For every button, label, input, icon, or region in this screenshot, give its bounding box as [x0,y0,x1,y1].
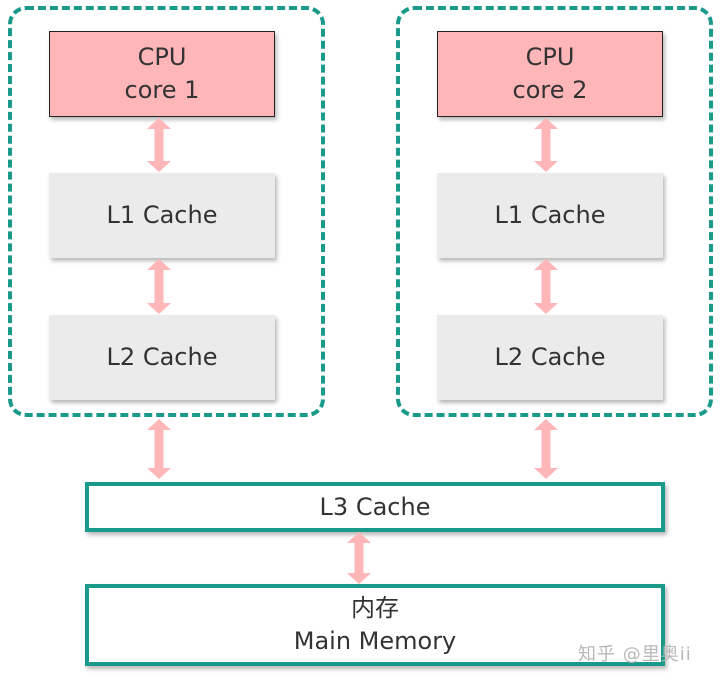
cpu-core-2-sublabel: core 2 [512,76,588,104]
main-memory-label-cn: 内存 [351,594,399,622]
double-arrow-icon [147,419,171,479]
arrow-l1-l2-core1 [147,259,171,314]
watermark: 知乎 @里奥ii [578,644,692,665]
double-arrow-icon [147,259,171,314]
l3-cache-box: L3 Cache [85,482,665,532]
arrow-l1-l2-core2 [534,259,558,314]
l1-cache-core-2-label: L1 Cache [494,201,606,229]
arrow-cpu1-l1 [147,118,171,172]
cpu-core-1-box: CPU core 1 [49,31,275,117]
core-1-group [8,6,325,417]
l1-cache-core-1-label: L1 Cache [106,201,218,229]
double-arrow-icon [347,532,371,584]
double-arrow-icon [534,419,558,479]
arrow-l3-memory [347,532,371,584]
l3-cache-label: L3 Cache [319,492,431,521]
double-arrow-icon [534,259,558,314]
cpu-core-1-sublabel: core 1 [124,76,200,104]
arrow-l2-l3-core1 [147,419,171,479]
l2-cache-core-2-label: L2 Cache [494,343,606,371]
l2-cache-core-1-box: L2 Cache [49,315,275,400]
core-2-group [396,6,713,417]
main-memory-label-en: Main Memory [293,627,457,655]
cpu-core-2-box: CPU core 2 [437,31,663,117]
l2-cache-core-1-label: L2 Cache [106,343,218,371]
main-memory-box: 内存 Main Memory [85,584,665,666]
l1-cache-core-2-box: L1 Cache [437,173,663,258]
l2-cache-core-2-box: L2 Cache [437,315,663,400]
cpu-core-1-label: CPU [137,43,187,71]
cpu-core-2-label: CPU [525,43,575,71]
l1-cache-core-1-box: L1 Cache [49,173,275,258]
double-arrow-icon [534,118,558,172]
arrow-l2-l3-core2 [534,419,558,479]
double-arrow-icon [147,118,171,172]
arrow-cpu2-l1 [534,118,558,172]
